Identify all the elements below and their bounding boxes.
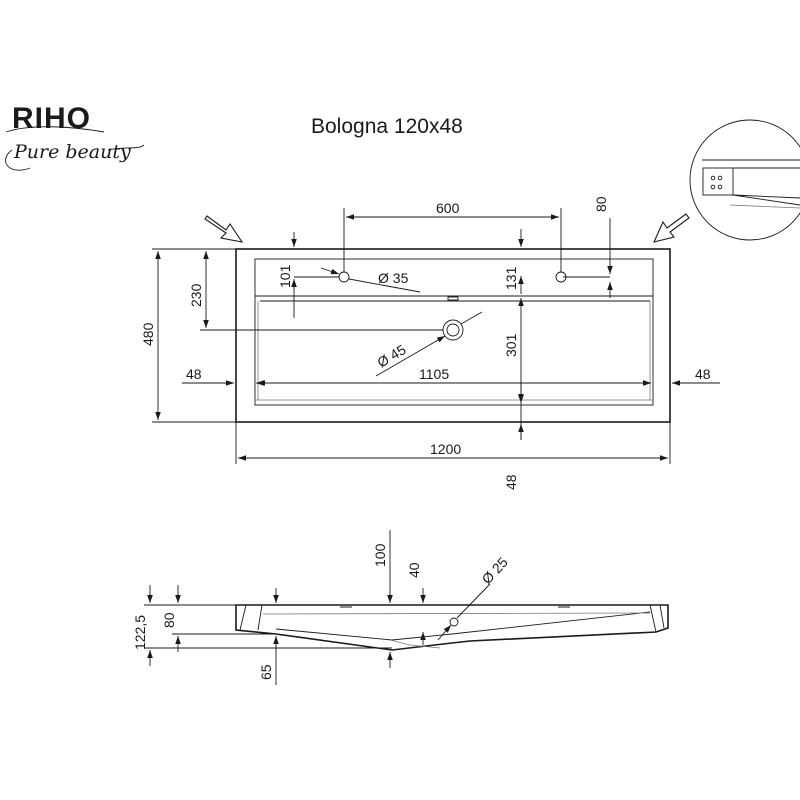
detail-hole-2 (717, 175, 723, 181)
section-outline (235, 604, 669, 651)
dim-left-rim-label: 48 (186, 366, 202, 382)
brand-name: RIHO (12, 102, 91, 135)
dim-tap-offset: 101 (277, 232, 339, 318)
dim-width-row: 48 1105 48 (182, 366, 720, 386)
dim-height-80-label: 80 (161, 612, 177, 628)
basin-inner-rim (254, 258, 654, 406)
dim-height-122: 122,5 (132, 585, 392, 666)
brand-logo: RIHO Pure beauty (5, 102, 145, 171)
detail-block (702, 167, 734, 196)
dim-overall-width-label: 1200 (430, 441, 461, 457)
section-inner-rim (262, 612, 651, 615)
dim-shelf-depth: 131 (503, 229, 524, 294)
drawing-title: Bologna 120x48 (311, 115, 463, 138)
bowl-side-edges (257, 301, 651, 400)
detail-hole-1 (710, 175, 716, 181)
dim-hole-diameter: Ø 35 (320, 267, 421, 293)
logo-flourish (5, 149, 31, 171)
dim-depth-100-label: 100 (372, 543, 388, 567)
dim-tap-spacing: 600 (343, 200, 562, 272)
tap-shelf-edge (255, 295, 653, 302)
dim-front-rim: 48 (503, 381, 524, 490)
section-right-wall (649, 604, 665, 633)
dim-height-65-label: 65 (258, 664, 274, 680)
dim-overall-depth: 480 (140, 248, 236, 423)
dim-shelf-depth-label: 131 (503, 266, 519, 290)
dim-depth-40: 40 (406, 562, 426, 645)
top-view (235, 248, 671, 423)
dim-overflow-diameter: Ø 25 (437, 554, 511, 641)
dim-drain-offset: 230 (188, 251, 443, 331)
view-arrow-right (653, 213, 690, 243)
detail-view (689, 119, 800, 241)
dim-front-rim-label: 48 (503, 474, 519, 490)
section-drain-neck (389, 639, 441, 649)
detail-hole-4 (717, 184, 723, 190)
dim-drain-diameter-label: Ø 45 (374, 341, 408, 370)
view-arrow-left (204, 215, 244, 243)
dim-bowl-depth-label: 301 (503, 333, 519, 357)
dim-height-80: 80 (161, 585, 276, 652)
tap-hole-left (338, 271, 350, 283)
dim-detail-height-label: 80 (593, 196, 609, 212)
dim-right-rim-label: 48 (695, 366, 711, 382)
logo-swoosh (5, 126, 105, 133)
dim-overall-depth-label: 480 (140, 322, 156, 346)
section-left-wall (239, 604, 263, 631)
side-view (235, 604, 669, 651)
dim-overflow-diameter-label: Ø 25 (478, 554, 511, 587)
dim-tap-spacing-label: 600 (436, 200, 460, 216)
dim-drain-offset-label: 230 (188, 283, 204, 307)
brand-tagline: Pure beauty (13, 141, 131, 163)
dim-detail-height: 80 (563, 196, 613, 298)
view-arrow-right-shape (653, 213, 690, 243)
dim-depth-100: 100 (372, 530, 393, 668)
logo-flourish-right (107, 144, 145, 151)
view-arrow-left-shape (204, 215, 244, 243)
detail-circle (689, 119, 800, 241)
dim-overall-width: 1200 (235, 422, 671, 464)
drain-hole-inner (446, 323, 460, 337)
overflow-slot (447, 296, 459, 301)
dim-bowl-depth: 301 (503, 298, 524, 440)
detail-hole-3 (710, 184, 716, 190)
drain-hole-outer (442, 319, 464, 341)
basin-outline (235, 248, 671, 423)
dim-height-122-label: 122,5 (132, 615, 148, 650)
dim-hole-diameter-label: Ø 35 (378, 270, 409, 286)
dim-depth-40-label: 40 (406, 562, 422, 578)
dim-inner-width-label: 1105 (419, 366, 449, 382)
detail-profile (732, 167, 800, 206)
detail-lower-edge (729, 204, 800, 209)
dim-height-65: 65 (258, 588, 279, 685)
dim-tap-offset-label: 101 (277, 264, 293, 288)
section-overflow-hole (449, 617, 459, 627)
